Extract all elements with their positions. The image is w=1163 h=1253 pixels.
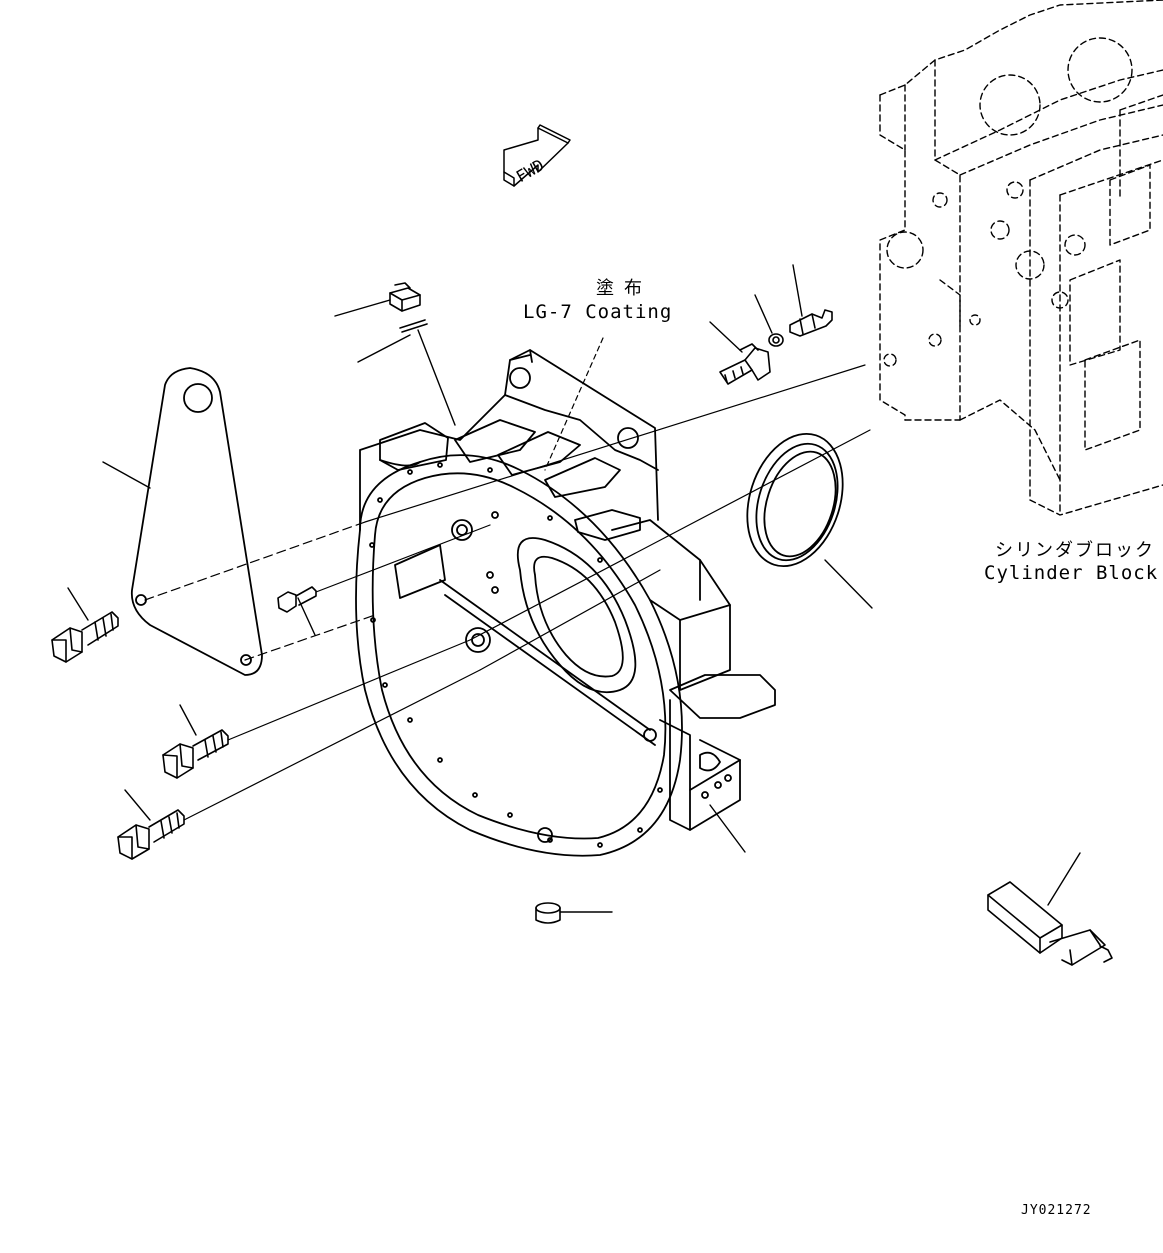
flywheel-housing [355, 349, 776, 857]
sensor [719, 343, 771, 385]
coating-label-jp: 塗布 [596, 278, 652, 299]
mounting-bracket [130, 367, 263, 676]
coating-label-en: LG-7 Coating [523, 301, 673, 323]
bolt-left-3 [117, 809, 185, 860]
plug-bottom [535, 902, 561, 924]
drawing-code: JY021272 [1021, 1203, 1092, 1218]
plug-top [389, 282, 421, 312]
assembly-lines [144, 337, 871, 821]
cylinder-block-label-jp: シリンダブロック [995, 540, 1155, 561]
cylinder-block-label-en: Cylinder Block [984, 562, 1159, 584]
bolt-small-center [277, 586, 317, 613]
bolt-left-1 [51, 611, 119, 663]
pin-top [399, 319, 428, 333]
sensor-washer [768, 333, 784, 347]
sensor-bolt [789, 309, 833, 337]
bolt-left-2 [162, 729, 229, 779]
leader-lines [67, 264, 1081, 913]
fwd-arrow [503, 124, 571, 187]
oil-seal [746, 432, 844, 568]
cylinder-block [879, 0, 1163, 516]
alignment-tool [987, 881, 1113, 966]
